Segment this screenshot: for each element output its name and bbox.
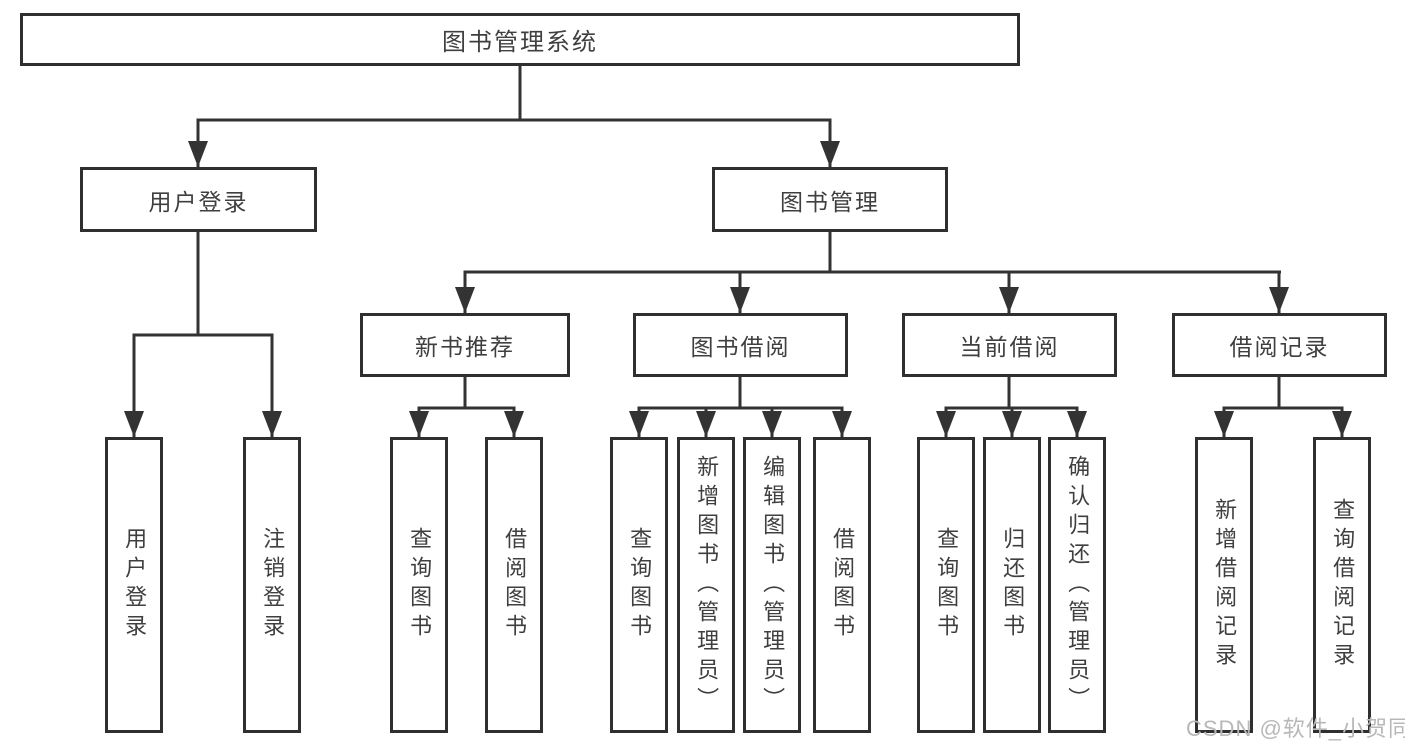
leaf-records-query: 查询借阅记录 bbox=[1313, 437, 1371, 733]
leaf-borrow-add-admin-label: 新增图书（管理员） bbox=[694, 454, 720, 716]
leaf-current-query: 查询图书 bbox=[917, 437, 975, 733]
leaf-current-return-label: 归还图书 bbox=[1000, 527, 1026, 643]
node-user-login: 用户登录 bbox=[80, 167, 317, 232]
leaf-newbooks-query-label: 查询图书 bbox=[407, 527, 433, 643]
leaf-borrow-edit-admin: 编辑图书（管理员） bbox=[743, 437, 801, 733]
leaf-logout-label: 注销登录 bbox=[260, 527, 286, 643]
node-book-borrow-label: 图书借阅 bbox=[690, 334, 791, 360]
node-book-management-label: 图书管理 bbox=[780, 188, 880, 215]
leaf-records-query-label: 查询借阅记录 bbox=[1330, 498, 1356, 672]
node-borrow-records: 借阅记录 bbox=[1172, 313, 1387, 377]
leaf-current-return: 归还图书 bbox=[983, 437, 1041, 733]
node-current-borrow: 当前借阅 bbox=[902, 313, 1117, 377]
leaf-current-confirm-admin-label: 确认归还（管理员） bbox=[1065, 454, 1091, 716]
leaf-newbooks-query: 查询图书 bbox=[390, 437, 448, 733]
leaf-records-add-label: 新增借阅记录 bbox=[1212, 498, 1238, 672]
leaf-borrow-borrow-label: 借阅图书 bbox=[830, 527, 856, 643]
leaf-user-login: 用户登录 bbox=[105, 437, 163, 733]
node-root-label: 图书管理系统 bbox=[442, 29, 598, 56]
node-book-borrow: 图书借阅 bbox=[633, 313, 848, 377]
leaf-borrow-query-label: 查询图书 bbox=[627, 527, 653, 643]
leaf-current-query-label: 查询图书 bbox=[934, 527, 960, 643]
node-new-books: 新书推荐 bbox=[360, 313, 570, 377]
node-book-management: 图书管理 bbox=[712, 167, 948, 232]
node-current-borrow-label: 当前借阅 bbox=[959, 334, 1060, 360]
leaf-user-login-label: 用户登录 bbox=[122, 527, 148, 643]
node-root: 图书管理系统 bbox=[20, 13, 1020, 66]
leaf-current-confirm-admin: 确认归还（管理员） bbox=[1048, 437, 1106, 733]
leaf-newbooks-borrow-label: 借阅图书 bbox=[502, 527, 528, 643]
leaf-borrow-edit-admin-label: 编辑图书（管理员） bbox=[760, 454, 786, 716]
leaf-borrow-query: 查询图书 bbox=[610, 437, 668, 733]
leaf-borrow-add-admin: 新增图书（管理员） bbox=[677, 437, 735, 733]
leaf-records-add: 新增借阅记录 bbox=[1195, 437, 1253, 733]
node-user-login-label: 用户登录 bbox=[148, 188, 249, 215]
node-borrow-records-label: 借阅记录 bbox=[1229, 334, 1330, 360]
leaf-borrow-borrow: 借阅图书 bbox=[813, 437, 871, 733]
watermark: CSDN @软件_小贺同学 bbox=[1186, 716, 1405, 741]
leaf-newbooks-borrow: 借阅图书 bbox=[485, 437, 543, 733]
leaf-logout: 注销登录 bbox=[243, 437, 301, 733]
node-new-books-label: 新书推荐 bbox=[415, 334, 515, 360]
